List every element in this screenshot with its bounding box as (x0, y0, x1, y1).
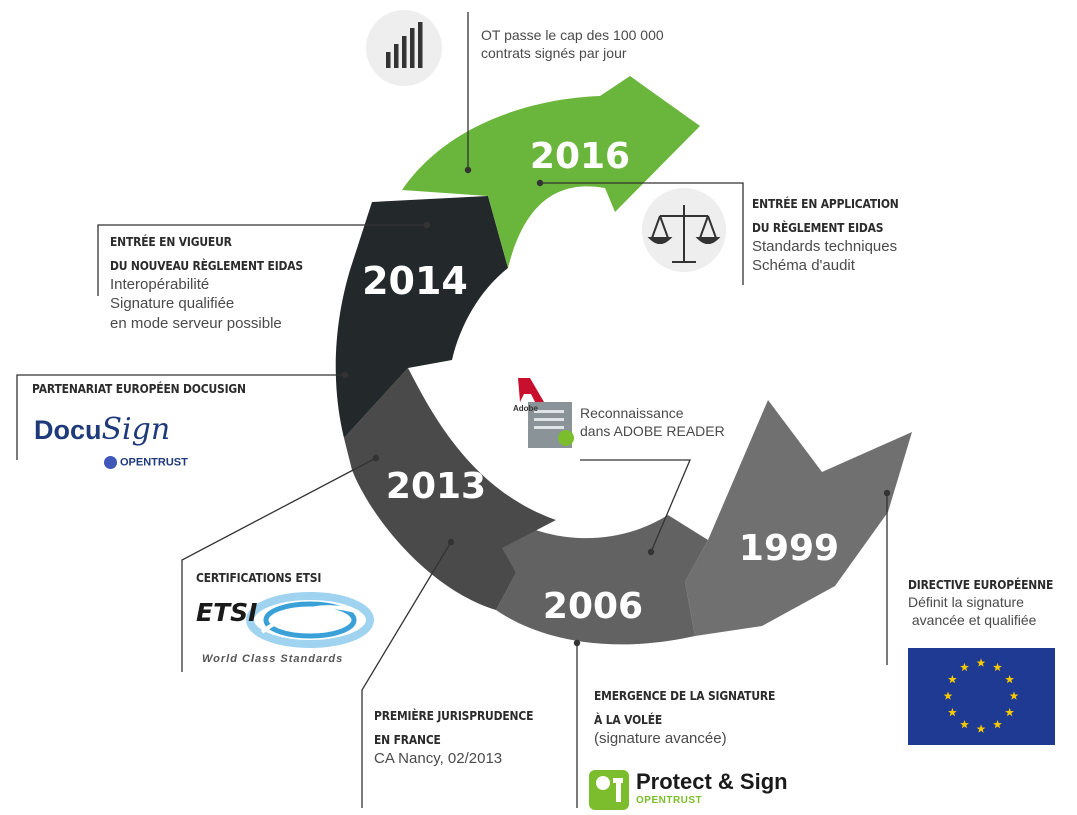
docusign-logo-script: Sign (101, 412, 171, 447)
eu-star (1005, 674, 1014, 684)
segment-1999 (685, 400, 912, 636)
event-heading: À LA VOLÉE (594, 712, 663, 728)
event-heading: CERTIFICATIONS ETSI (196, 570, 322, 585)
adobe-word: Adobe (513, 404, 538, 413)
year-2016: 2016 (530, 136, 630, 177)
connector-2016-right (540, 182, 744, 285)
event-heading: ENTRÉE EN APPLICATION (752, 196, 899, 211)
year-2013: 2013 (386, 466, 486, 507)
event-detail: Interopérabilité (110, 275, 210, 293)
connector-etsi (181, 457, 377, 672)
eu-star (943, 691, 953, 700)
event-eidas-vigueur: ENTRÉE EN VIGUEUR DU NOUVEAU RÈGLEMENT E… (110, 234, 334, 333)
event-heading: ENTRÉE EN VIGUEUR (110, 234, 232, 249)
eu-star (1005, 707, 1014, 717)
eu-star (960, 720, 969, 729)
protect-sign-title: Protect & Sign (636, 769, 788, 794)
eu-star (948, 707, 957, 717)
event-heading: PREMIÈRE JURISPRUDENCE (374, 708, 534, 723)
protect-sign-mark (589, 770, 629, 810)
event-etsi: CERTIFICATIONS ETSI (196, 570, 342, 586)
segment-2014 (335, 196, 508, 438)
event-directive: DIRECTIVE EUROPÉENNE Définit la signatur… (908, 577, 1077, 630)
event-detail: (signature avancée) (594, 729, 727, 747)
eu-star (976, 724, 986, 733)
connector-docusign (16, 374, 345, 460)
scales-icon (642, 188, 726, 272)
connector-dots (341, 166, 891, 647)
etsi-logo-mark (246, 592, 374, 648)
adobe-document-icon (518, 378, 574, 448)
protect-sign-sub: OPENTRUST (636, 795, 703, 806)
eu-star (993, 662, 1002, 672)
event-heading: DU NOUVEAU RÈGLEMENT EIDAS (110, 258, 304, 274)
eu-star (1009, 691, 1019, 700)
event-detail: Reconnaissance (580, 405, 684, 421)
connector-jurisprudence (361, 541, 452, 808)
event-emergence: EMERGENCE DE LA SIGNATURE À LA VOLÉE (si… (594, 688, 805, 748)
eu-star (993, 720, 1002, 729)
check-circle-icon (104, 456, 117, 469)
connector-2014 (97, 224, 427, 296)
event-heading: EN FRANCE (374, 732, 441, 748)
bar-chart-icon (366, 10, 442, 86)
event-heading: PARTENARIAT EUROPÉEN DOCUSIGN (32, 381, 246, 396)
eu-star (976, 658, 986, 667)
event-ot-cap-line-2: contrats signés par jour (481, 45, 627, 62)
opentrust-badge-text: OPENTRUST (120, 456, 188, 469)
event-heading: DIRECTIVE EUROPÉENNE (908, 577, 1054, 592)
connector-adobe (580, 459, 691, 553)
event-detail: avancée et qualifiée (908, 612, 1037, 629)
event-eidas-application: ENTRÉE EN APPLICATION DU RÈGLEMENT EIDAS… (752, 196, 923, 276)
event-heading: EMERGENCE DE LA SIGNATURE (594, 688, 776, 703)
eu-star (948, 674, 957, 684)
event-docusign: PARTENARIAT EUROPÉEN DOCUSIGN (32, 381, 281, 397)
year-1999: 1999 (739, 528, 839, 569)
event-detail: Définit la signature (908, 594, 1024, 611)
year-2014: 2014 (362, 259, 468, 303)
event-detail: CA Nancy, 02/2013 (374, 749, 503, 767)
segment-2006 (492, 515, 708, 645)
event-jurisprudence: PREMIÈRE JURISPRUDENCE EN FRANCE CA Nanc… (374, 708, 559, 768)
event-detail: en mode serveur possible (110, 314, 282, 332)
docusign-logo-word: Docu (34, 415, 102, 445)
segment-2013 (344, 368, 556, 610)
eu-star (960, 662, 969, 672)
etsi-logo-word: ETSI (196, 598, 258, 627)
year-2006: 2006 (543, 586, 643, 627)
opentrust-badge: OPENTRUST (104, 456, 188, 469)
event-detail: Schéma d'audit (752, 257, 855, 274)
event-heading: DU RÈGLEMENT EIDAS (752, 220, 884, 236)
connector-lines (16, 12, 888, 808)
event-detail: Signature qualifiée (110, 295, 235, 312)
eu-flag (908, 648, 1055, 745)
event-detail: Standards techniques (752, 237, 898, 255)
event-adobe: Reconnaissance dans ADOBE READER (580, 404, 725, 440)
event-ot-cap-line-1: OT passe le cap des 100 000 (481, 27, 664, 43)
event-ot-cap: OT passe le cap des 100 000 contrats sig… (481, 26, 664, 62)
event-detail: dans ADOBE READER (580, 423, 725, 440)
docusign-logo: DocuSign (34, 412, 170, 447)
segment-2016 (402, 76, 700, 268)
etsi-tagline: World Class Standards (202, 653, 344, 665)
